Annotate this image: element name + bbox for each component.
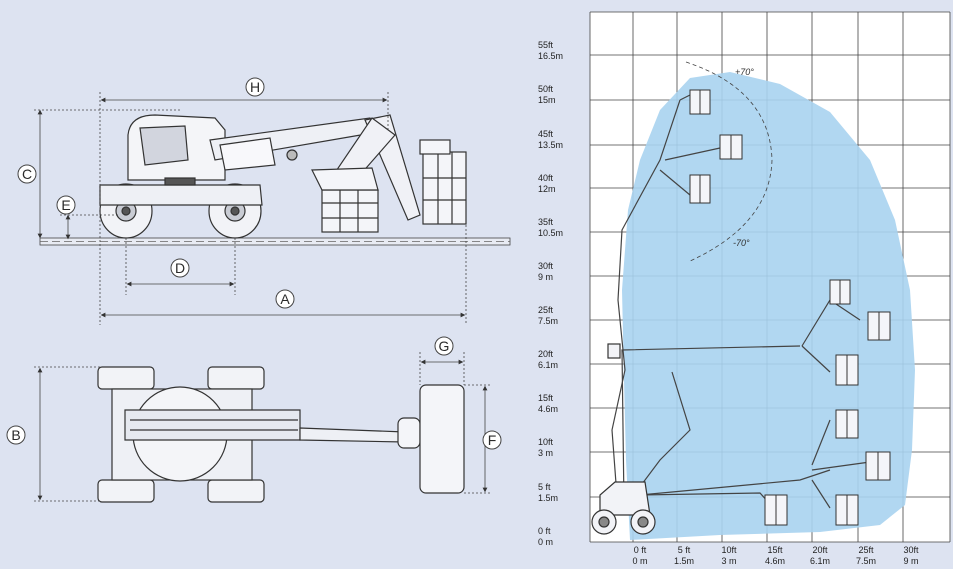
y-tick-m: 0 m — [538, 537, 553, 547]
x-tick-ft: 25ft — [858, 545, 874, 555]
y-tick-m: 7.5m — [538, 316, 558, 326]
y-tick-m: 15m — [538, 95, 556, 105]
x-tick-m: 1.5m — [674, 556, 694, 566]
dimension-callouts: H C E D A B G F — [6, 77, 502, 450]
y-tick-m: 6.1m — [538, 360, 558, 370]
x-tick-m: 3 m — [721, 556, 736, 566]
basket-icons — [689, 89, 891, 526]
x-tick-m: 0 m — [632, 556, 647, 566]
y-tick-ft: 30ft — [538, 261, 554, 271]
boom-positions — [611, 94, 871, 516]
x-tick-ft: 20ft — [812, 545, 828, 555]
basket-top-icon — [419, 384, 465, 494]
stowed-basket-icon — [311, 167, 379, 233]
side-view — [39, 114, 511, 246]
label-C: C — [22, 166, 32, 182]
angle-down-label: -70° — [733, 238, 750, 248]
label-D: D — [175, 260, 185, 276]
y-tick-ft: 5 ft — [538, 482, 551, 492]
angle-up-label: +70° — [735, 67, 754, 77]
machine-base-icon — [591, 343, 656, 535]
label-E: E — [61, 197, 70, 213]
y-tick-m: 3 m — [538, 448, 553, 458]
label-B: B — [11, 427, 20, 443]
x-tick-ft: 15ft — [767, 545, 783, 555]
label-A: A — [280, 291, 290, 307]
y-tick-m: 10.5m — [538, 228, 563, 238]
top-view — [97, 366, 465, 503]
y-tick-ft: 40ft — [538, 173, 554, 183]
y-tick-ft: 50ft — [538, 84, 554, 94]
x-tick-ft: 30ft — [903, 545, 919, 555]
x-tick-ft: 0 ft — [634, 545, 647, 555]
x-tick-ft: 10ft — [721, 545, 737, 555]
y-tick-ft: 35ft — [538, 217, 554, 227]
y-tick-m: 16.5m — [538, 51, 563, 61]
y-tick-ft: 55ft — [538, 40, 554, 50]
x-tick-m: 7.5m — [856, 556, 876, 566]
y-tick-ft: 0 ft — [538, 526, 551, 536]
side-view-dimensions — [34, 92, 467, 325]
y-tick-ft: 45ft — [538, 129, 554, 139]
y-tick-m: 13.5m — [538, 140, 563, 150]
y-tick-m: 1.5m — [538, 493, 558, 503]
y-tick-ft: 25ft — [538, 305, 554, 315]
x-tick-m: 6.1m — [810, 556, 830, 566]
y-tick-m: 4.6m — [538, 404, 558, 414]
label-H: H — [250, 79, 260, 95]
x-axis-labels: 0 ft 0 m 5 ft 1.5m 10ft 3 m 15ft 4.6m 20… — [632, 545, 919, 566]
x-tick-m: 4.6m — [765, 556, 785, 566]
y-tick-m: 12m — [538, 184, 556, 194]
y-tick-m: 9 m — [538, 272, 553, 282]
x-tick-ft: 5 ft — [678, 545, 691, 555]
y-axis-labels: 55ft 16.5m 50ft 15m 45ft 13.5m 40ft 12m … — [538, 40, 563, 547]
label-F: F — [488, 432, 497, 448]
label-G: G — [439, 338, 450, 354]
x-tick-m: 9 m — [903, 556, 918, 566]
y-tick-ft: 20ft — [538, 349, 554, 359]
y-tick-ft: 15ft — [538, 393, 554, 403]
top-wheel-icon — [97, 366, 155, 390]
y-tick-ft: 10ft — [538, 437, 554, 447]
extended-basket-icon — [419, 139, 467, 225]
working-envelope-chart: +70° -70° 55ft 16.5m 50ft 15m 45ft 13.5m… — [538, 11, 951, 566]
